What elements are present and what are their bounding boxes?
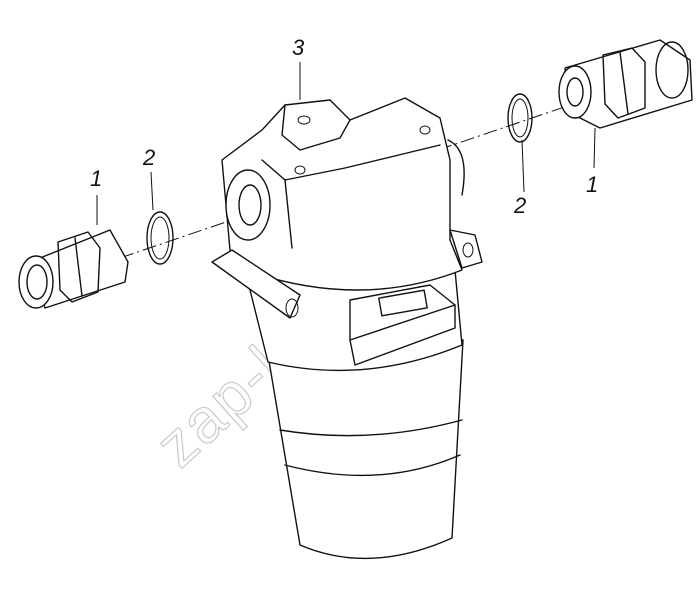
oring-right-inner [511,98,529,138]
fitting-left [18,229,129,309]
bowl-band-2 [279,419,463,437]
callout-fitting-right: 1 [586,172,598,197]
callout-oring-right: 2 [513,193,526,218]
inlet-port [225,169,271,241]
fitting-left-hex [57,231,101,303]
bracket-handle [211,249,301,319]
head-mount-ear [281,104,351,151]
latch-slot [378,289,428,317]
callout-oring-left: 2 [142,145,155,170]
oring-right [507,93,533,143]
oring-left [146,211,174,265]
leader-2-right [521,139,525,193]
callout-fitting-left: 1 [90,166,102,191]
fitting-right-end [558,65,592,119]
fitting-left-hex-face [74,237,83,297]
fitting-left-end [18,255,54,309]
side-lug-hole [462,242,474,258]
callout-filter-body: 3 [292,35,305,60]
fitting-right-end-inner [566,77,584,107]
ear-hole-left [297,115,311,125]
ear-hole-right [419,125,431,135]
head-top-face [261,144,441,181]
clamp-latch-edge [349,304,456,341]
outlet-port [447,139,465,196]
leader-1-right [593,127,596,169]
bowl-band [284,454,461,477]
fitting-right-hex-face [619,51,629,115]
filter-bowl [267,339,464,560]
leader-2-left [150,171,154,211]
head-top-edge [284,179,293,249]
filter-assembly [211,97,483,560]
bracket-hole [285,298,299,318]
fitting-right [558,39,693,129]
fitting-right-far-end [655,41,689,99]
inlet-port-bore [238,184,262,226]
fitting-left-end-inner [26,264,48,300]
fitting-right-hex [602,47,646,119]
oring-left-inner [150,216,170,260]
side-lug [449,229,483,269]
head-hole [294,165,306,175]
